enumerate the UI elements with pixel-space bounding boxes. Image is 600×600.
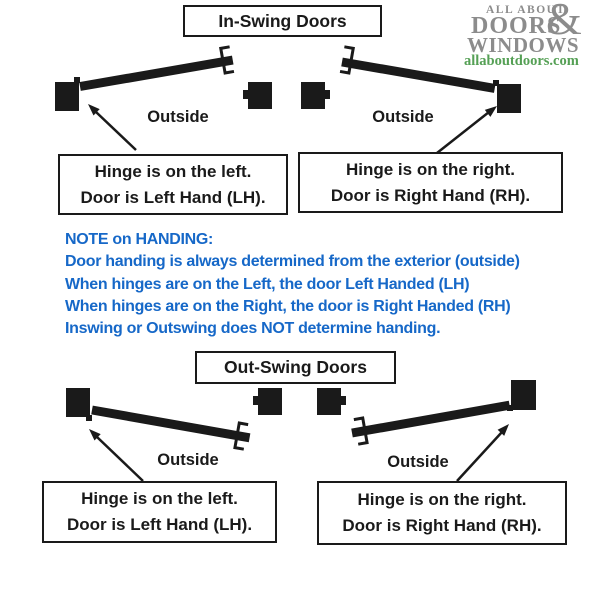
- latch-bolt-icon: [219, 45, 235, 75]
- pointer-arrowhead: [497, 424, 509, 436]
- inswing-title: In-Swing Doors: [218, 10, 347, 31]
- pointer-arrow: [436, 111, 490, 154]
- outswing-right-outside-label: Outside: [387, 453, 449, 471]
- strike-jamb: [248, 82, 272, 109]
- strike-plate-tab: [253, 396, 258, 405]
- door-panel: [79, 55, 234, 91]
- hinge-jamb: [497, 84, 521, 113]
- inswing-right-outside-label: Outside: [372, 108, 434, 126]
- strike-jamb: [301, 82, 325, 109]
- logo-windows: WINDOWS: [467, 33, 580, 57]
- inswing-title-box: In-Swing Doors: [183, 5, 382, 37]
- pointer-arrowhead: [484, 106, 497, 117]
- pointer-arrowhead: [88, 104, 100, 116]
- strike-jamb: [317, 388, 341, 415]
- note-line: Door handing is always determined from t…: [65, 253, 520, 271]
- strike-jamb: [258, 388, 282, 415]
- hinge-jamb: [511, 380, 536, 410]
- inswing-right-hand-diagram: [301, 45, 521, 154]
- outswing-right-caption-box: Hinge is on the right. Door is Right Han…: [317, 481, 567, 545]
- logo-website: allaboutdoors.com: [464, 53, 579, 69]
- inswing-right-caption-box: Hinge is on the right. Door is Right Han…: [298, 152, 563, 213]
- door-panel: [351, 400, 511, 438]
- logo-all-about: ALL ABOUT: [486, 4, 566, 16]
- pointer-arrow: [456, 431, 503, 482]
- latch-bolt-icon: [339, 45, 355, 75]
- caption-line: Hinge is on the right.: [357, 490, 527, 509]
- caption-line: Door is Left Hand (LH).: [80, 187, 266, 207]
- note-line: Inswing or Outswing does NOT determine h…: [65, 320, 441, 338]
- hinge-pin: [74, 77, 80, 83]
- note-heading: NOTE on HANDING:: [65, 231, 214, 248]
- outswing-left-outside-label: Outside: [157, 451, 219, 469]
- outswing-title-box: Out-Swing Doors: [195, 351, 396, 384]
- pointer-arrow: [96, 436, 144, 482]
- strike-plate-tab: [341, 396, 346, 405]
- caption-line: Hinge is on the left.: [94, 161, 252, 181]
- outswing-right-hand-diagram: [317, 380, 536, 482]
- outswing-left-hand-diagram: [66, 388, 282, 482]
- hinge-pin: [493, 80, 499, 86]
- caption-line: Hinge is on the right.: [345, 159, 516, 179]
- inswing-left-hand-diagram: [55, 45, 272, 151]
- outswing-title: Out-Swing Doors: [224, 357, 367, 377]
- caption-line: Door is Right Hand (RH).: [330, 185, 531, 205]
- inswing-left-outside-label: Outside: [147, 108, 209, 126]
- hinge-pin: [86, 415, 92, 421]
- note-line: When hinges are on the Right, the door i…: [65, 297, 511, 315]
- note-line: When hinges are on the Left, the door Le…: [65, 275, 470, 293]
- handing-note-block: NOTE on HANDING: Door handing is always …: [65, 229, 575, 340]
- pointer-arrowhead: [89, 429, 101, 441]
- caption-line: Hinge is on the left.: [81, 489, 238, 508]
- logo-doors: DOORS: [471, 13, 562, 39]
- door-panel: [91, 405, 251, 443]
- caption-line: Door is Left Hand (LH).: [66, 515, 253, 534]
- latch-bolt-icon: [233, 421, 249, 451]
- outswing-left-caption-box: Hinge is on the left. Door is Left Hand …: [42, 481, 277, 543]
- pointer-arrow: [95, 111, 137, 151]
- door-panel: [341, 57, 496, 93]
- caption-line: Door is Right Hand (RH).: [342, 516, 542, 535]
- hinge-jamb: [66, 388, 90, 417]
- strike-plate-tab: [243, 90, 248, 99]
- company-logo: ALL ABOUT DOORS & WINDOWS allaboutdoors.…: [462, 0, 598, 69]
- hinge-pin: [507, 405, 513, 411]
- inswing-left-caption-box: Hinge is on the left. Door is Left Hand …: [58, 154, 288, 215]
- logo-ampersand-icon: &: [546, 0, 582, 44]
- latch-bolt-icon: [353, 416, 369, 446]
- hinge-jamb: [55, 82, 79, 111]
- strike-plate-tab: [325, 90, 330, 99]
